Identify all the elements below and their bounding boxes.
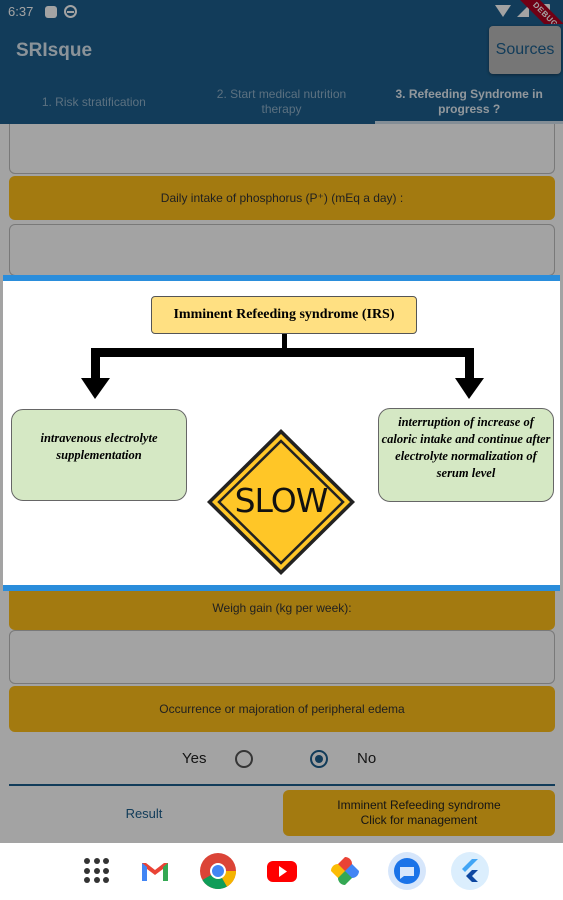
result-button[interactable]: Result (125, 806, 163, 821)
arrow-right-head (455, 378, 484, 399)
chrome-icon[interactable] (198, 851, 238, 891)
tab-bar: 1. Risk stratification 2. Start medical … (0, 80, 563, 124)
radio-yes[interactable] (235, 750, 253, 768)
apps-grid-icon[interactable] (84, 858, 110, 884)
refeeding-management-button[interactable]: Imminent Refeeding syndrome Click for ma… (283, 790, 555, 836)
divider (9, 784, 555, 786)
flowchart-arrows (81, 334, 484, 575)
app-title: SRIsque (16, 40, 93, 61)
slow-sign-text: SLOW (234, 481, 329, 520)
weight-gain-input[interactable] (9, 630, 555, 684)
refeed-line-2: Click for management (360, 813, 478, 827)
slow-sign-icon (207, 429, 355, 575)
irs-dialog: Imminent Refeeding syndrome (IRS) intrav… (3, 275, 560, 591)
edema-radio-group: Yes No (0, 744, 563, 774)
tab-risk-stratification[interactable]: 1. Risk stratification (41, 94, 146, 109)
radio-yes-label: Yes (182, 750, 207, 767)
wifi-icon (495, 5, 511, 17)
radio-no[interactable] (310, 750, 328, 768)
edema-label: Occurrence or majoration of peripheral e… (9, 686, 555, 732)
youtube-icon[interactable] (262, 851, 302, 891)
status-bar: 6:37 DEBUG (0, 0, 563, 24)
tab-refeeding-syndrome[interactable]: 3. Refeeding Syndrome in progress ? (375, 80, 563, 124)
tab-start-nutrition-therapy[interactable]: 2. Start medical nutrition therapy (216, 87, 347, 116)
caloric-intake-box: interruption of increase of caloric inta… (378, 408, 554, 502)
status-time: 6:37 (8, 4, 34, 19)
weight-gain-label: Weigh gain (kg per week): (9, 586, 555, 630)
irs-title: Imminent Refeeding syndrome (IRS) (151, 296, 417, 334)
sources-button[interactable]: Sources (489, 26, 561, 74)
nav-bar (0, 843, 563, 900)
refeed-line-1: Imminent Refeeding syndrome (337, 798, 501, 812)
notification-icon (45, 6, 57, 18)
gmail-icon[interactable] (135, 851, 175, 891)
radio-no-label: No (357, 750, 377, 767)
arrow-left-head (81, 378, 110, 399)
messages-icon[interactable] (387, 851, 427, 891)
app-bar: SRIsque Sources 1. Risk stratification 2… (0, 24, 563, 124)
signal-icon (517, 5, 529, 17)
photos-icon[interactable] (325, 851, 365, 891)
phosphorus-label: Daily intake of phosphorus (P⁺) (mEq a d… (9, 176, 555, 220)
flutter-icon[interactable] (450, 851, 490, 891)
previous-input-field[interactable] (9, 124, 555, 174)
dnd-icon (64, 5, 77, 18)
electrolyte-supplementation-box: intravenous electrolyte supplementation (11, 409, 187, 501)
